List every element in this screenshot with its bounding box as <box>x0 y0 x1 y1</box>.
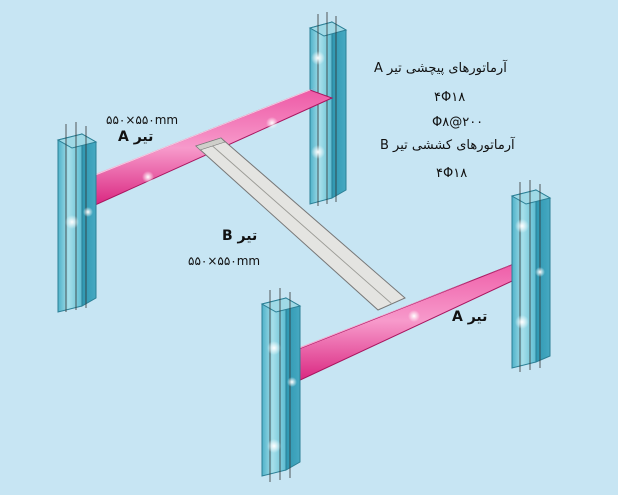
beam-b-size-label: ۵۵۰×۵۵۰mm <box>188 254 261 268</box>
beam-a-top-name-label: تیر A <box>118 129 154 145</box>
rebar-b-count: ۴Φ۱۸ <box>436 166 468 181</box>
column-front-right <box>510 180 552 372</box>
rebar-a-count: ۴Φ۱۸ <box>434 90 466 105</box>
beam-b <box>195 137 406 311</box>
beam-b-name-label: تیر B <box>222 228 258 244</box>
beam-a-bottom <box>295 258 542 383</box>
column-front-left <box>56 122 98 313</box>
beam-a-bottom-name-label: تیر A <box>452 309 488 325</box>
beam-a-top-size-label: ۵۵۰×۵۵۰mm <box>106 113 179 127</box>
column-front-bottom <box>260 288 302 482</box>
rebar-a-title: آرماتورهای پیچشی تیر A <box>374 61 507 76</box>
stirrup-spacing: Φ۸@۲۰۰ <box>432 115 484 130</box>
column-back-right <box>308 12 348 206</box>
rebar-b-title: آرماتورهای کششی تیر B <box>380 138 515 153</box>
